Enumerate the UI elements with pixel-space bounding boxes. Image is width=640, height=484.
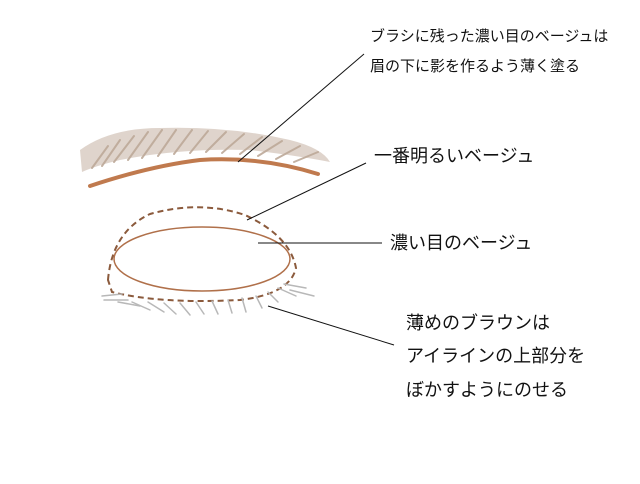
brow-line: [88, 157, 320, 188]
leader-brightest: [246, 162, 367, 221]
leader-brow: [237, 53, 365, 163]
label-brow-line1: ブラシに残った濃い目のベージュは: [370, 27, 609, 45]
lashes: [101, 283, 315, 316]
label-brow-line2: 眉の下に影を作るよう薄く塗る: [370, 57, 581, 75]
brow-hair-strokes: [91, 129, 319, 169]
label-brown-line3: ぼかすようにのせる: [406, 380, 568, 401]
eye-ellipse: [113, 226, 291, 292]
leader-brown: [267, 305, 395, 346]
dashed-outline: [106, 206, 298, 302]
label-dark-beige: 濃い目のベージュ: [390, 233, 533, 254]
label-brown-line2: アイラインの上部分を: [406, 346, 586, 367]
leader-lines: [237, 53, 395, 346]
label-brown-line1: 薄めのブラウンは: [406, 313, 550, 334]
label-brightest: 一番明るいベージュ: [374, 146, 535, 167]
